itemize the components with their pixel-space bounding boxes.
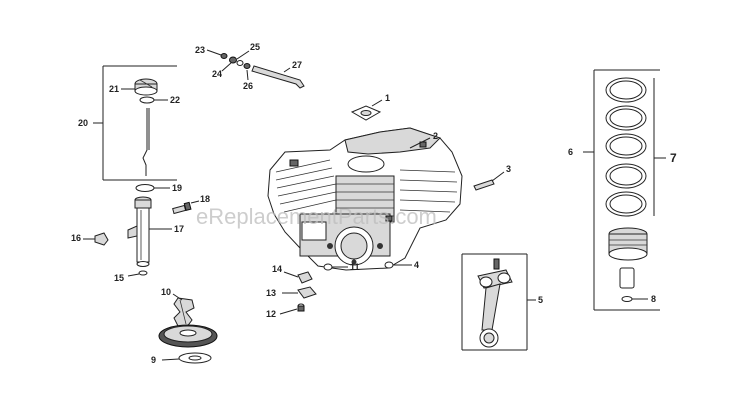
callout-20: 20 bbox=[78, 118, 88, 128]
tube-bracket bbox=[94, 232, 109, 246]
dipstick-group-bracket bbox=[93, 65, 177, 181]
cam-gear bbox=[158, 324, 218, 348]
dipstick-o-ring bbox=[139, 96, 155, 104]
breather-hardware bbox=[220, 53, 251, 69]
callout-19: 19 bbox=[172, 183, 182, 193]
piston bbox=[608, 227, 648, 261]
callout-11: 11 bbox=[350, 262, 360, 272]
callout-13: 13 bbox=[266, 288, 276, 298]
governor-lever-13 bbox=[297, 286, 317, 299]
connecting-rod-box bbox=[461, 253, 528, 351]
callout-18: 18 bbox=[200, 194, 210, 204]
breather-tube bbox=[251, 65, 305, 89]
camshaft bbox=[173, 297, 195, 329]
callout-25: 25 bbox=[250, 42, 260, 52]
piston-pin bbox=[619, 267, 635, 289]
piston-pin-retainer bbox=[621, 296, 633, 302]
dipstick-cap bbox=[134, 78, 158, 96]
breather-gasket bbox=[350, 105, 382, 121]
callout-7: 7 bbox=[670, 151, 677, 165]
plug-4 bbox=[384, 261, 394, 269]
piston-rings bbox=[605, 77, 647, 217]
callout-27: 27 bbox=[292, 60, 302, 70]
dipstick-tube bbox=[127, 196, 152, 267]
dowel-pin bbox=[473, 179, 495, 191]
callout-23: 23 bbox=[195, 45, 205, 55]
callout-24: 24 bbox=[212, 69, 222, 79]
watermark: eReplacementParts.com bbox=[196, 204, 437, 229]
callout-14: 14 bbox=[272, 264, 282, 274]
callout-22: 22 bbox=[170, 95, 180, 105]
callout-6: 6 bbox=[568, 147, 573, 157]
tube-seal bbox=[138, 270, 148, 276]
callout-16: 16 bbox=[71, 233, 81, 243]
screw-12 bbox=[297, 303, 305, 312]
connecting-rod bbox=[477, 258, 513, 348]
callout-8: 8 bbox=[651, 294, 656, 304]
callout-12: 12 bbox=[266, 309, 276, 319]
plug-11 bbox=[323, 263, 333, 271]
callout-1: 1 bbox=[385, 93, 390, 103]
callout-4: 4 bbox=[414, 260, 419, 270]
callout-9: 9 bbox=[151, 355, 156, 365]
tube-screw bbox=[172, 201, 192, 215]
callout-17: 17 bbox=[174, 224, 184, 234]
thrust-washer-hole bbox=[188, 355, 202, 361]
callout-21: 21 bbox=[109, 84, 119, 94]
callout-26: 26 bbox=[243, 81, 253, 91]
tube-o-ring bbox=[135, 184, 155, 192]
callout-10: 10 bbox=[161, 287, 171, 297]
crankcase-block bbox=[267, 127, 463, 271]
dipstick-rod bbox=[142, 108, 148, 176]
callout-5: 5 bbox=[538, 295, 543, 305]
callout-3: 3 bbox=[506, 164, 511, 174]
rings-bracket bbox=[653, 78, 666, 216]
callout-15: 15 bbox=[114, 273, 124, 283]
callout-2: 2 bbox=[433, 131, 438, 141]
piston-group-box bbox=[583, 69, 660, 311]
oil-seal-14 bbox=[297, 271, 313, 284]
